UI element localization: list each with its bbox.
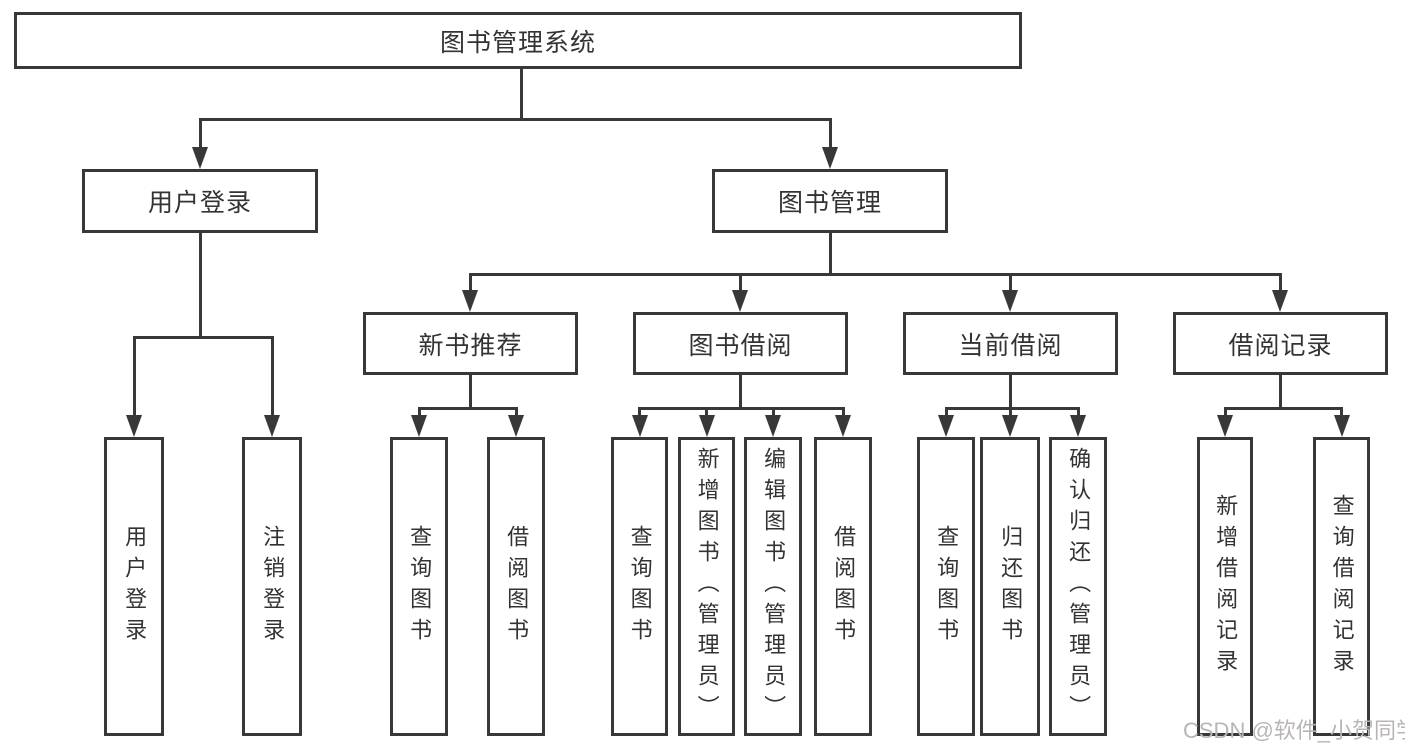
leaf-label: 编辑图书（管理员） bbox=[761, 447, 787, 726]
arrowhead-icon bbox=[632, 415, 648, 437]
leaf-edit-book-admin: 编辑图书（管理员） bbox=[744, 437, 802, 736]
connector-line bbox=[1009, 273, 1012, 293]
connector-line bbox=[638, 407, 641, 419]
arrowhead-icon bbox=[1002, 290, 1018, 312]
connector-line bbox=[739, 273, 742, 293]
arrowhead-icon bbox=[126, 415, 142, 437]
connector-line bbox=[705, 407, 708, 419]
connector-line bbox=[469, 375, 472, 410]
node-library-management-system: 图书管理系统 bbox=[14, 12, 1022, 69]
leaf-label: 借阅图书 bbox=[831, 524, 857, 649]
arrowhead-icon bbox=[1217, 415, 1233, 437]
leaf-label: 借阅图书 bbox=[504, 524, 530, 649]
connector-line bbox=[133, 336, 274, 339]
leaf-return-book: 归还图书 bbox=[980, 437, 1040, 736]
leaf-label: 确认归还（管理员） bbox=[1066, 447, 1092, 726]
connector-line bbox=[418, 407, 421, 419]
connector-line bbox=[945, 407, 1080, 410]
leaf-query-books-borrow: 查询图书 bbox=[611, 437, 668, 736]
connector-line bbox=[829, 118, 832, 152]
leaf-user-login: 用户登录 bbox=[104, 437, 164, 736]
leaf-label: 用户登录 bbox=[122, 524, 148, 649]
leaf-label: 新增图书（管理员） bbox=[694, 447, 720, 726]
node-book-borrowing: 图书借阅 bbox=[633, 312, 848, 375]
connector-line bbox=[1279, 273, 1282, 293]
connector-line bbox=[469, 273, 472, 293]
leaf-confirm-return-admin: 确认归还（管理员） bbox=[1049, 437, 1107, 736]
connector-line bbox=[199, 118, 202, 152]
leaf-label: 查询图书 bbox=[934, 524, 960, 649]
connector-line bbox=[1340, 407, 1343, 419]
arrowhead-icon bbox=[938, 415, 954, 437]
connector-line bbox=[199, 118, 832, 121]
connector-line bbox=[945, 407, 948, 419]
connector-line bbox=[829, 233, 832, 276]
leaf-add-borrow-record: 新增借阅记录 bbox=[1197, 437, 1253, 736]
arrowhead-icon bbox=[765, 415, 781, 437]
leaf-label: 归还图书 bbox=[998, 524, 1024, 649]
arrowhead-icon bbox=[822, 147, 838, 169]
arrowhead-icon bbox=[1334, 415, 1350, 437]
connector-line bbox=[1224, 407, 1343, 410]
arrowhead-icon bbox=[699, 415, 715, 437]
leaf-label: 查询图书 bbox=[407, 524, 433, 649]
arrowhead-icon bbox=[1002, 415, 1018, 437]
connector-line bbox=[1279, 375, 1282, 410]
connector-line bbox=[418, 407, 518, 410]
arrowhead-icon bbox=[508, 415, 524, 437]
arrowhead-icon bbox=[1070, 415, 1086, 437]
connector-line bbox=[772, 407, 775, 419]
leaf-borrow-books-recommend: 借阅图书 bbox=[487, 437, 545, 736]
node-current-borrowing: 当前借阅 bbox=[903, 312, 1118, 375]
arrowhead-icon bbox=[835, 415, 851, 437]
arrowhead-icon bbox=[264, 415, 280, 437]
connector-line bbox=[199, 233, 202, 339]
connector-line bbox=[1009, 407, 1012, 419]
connector-line bbox=[1009, 375, 1012, 410]
connector-line bbox=[1077, 407, 1080, 419]
connector-line bbox=[520, 69, 523, 121]
arrowhead-icon bbox=[1272, 290, 1288, 312]
connector-line bbox=[739, 375, 742, 410]
node-user-login: 用户登录 bbox=[82, 169, 318, 233]
node-borrowing-records: 借阅记录 bbox=[1173, 312, 1388, 375]
connector-line bbox=[638, 407, 845, 410]
leaf-query-books-current: 查询图书 bbox=[917, 437, 975, 736]
arrowhead-icon bbox=[732, 290, 748, 312]
leaf-label: 新增借阅记录 bbox=[1213, 493, 1239, 680]
leaf-label: 查询图书 bbox=[627, 524, 653, 649]
leaf-add-book-admin: 新增图书（管理员） bbox=[678, 437, 735, 736]
leaf-label: 查询借阅记录 bbox=[1329, 493, 1355, 680]
node-book-management: 图书管理 bbox=[712, 169, 948, 233]
node-new-book-recommendation: 新书推荐 bbox=[363, 312, 578, 375]
arrowhead-icon bbox=[411, 415, 427, 437]
leaf-logout: 注销登录 bbox=[242, 437, 302, 736]
connector-line bbox=[1224, 407, 1227, 419]
connector-line bbox=[842, 407, 845, 419]
connector-line bbox=[515, 407, 518, 419]
leaf-borrow-books: 借阅图书 bbox=[814, 437, 872, 736]
leaf-query-borrow-record: 查询借阅记录 bbox=[1313, 437, 1370, 736]
arrowhead-icon bbox=[462, 290, 478, 312]
connector-line bbox=[133, 336, 136, 419]
connector-line bbox=[271, 336, 274, 419]
leaf-query-books-recommend: 查询图书 bbox=[390, 437, 448, 736]
arrowhead-icon bbox=[192, 147, 208, 169]
connector-line bbox=[469, 273, 1282, 276]
leaf-label: 注销登录 bbox=[260, 524, 286, 649]
csdn-watermark: CSDN @软件_小贺同学 bbox=[1183, 718, 1405, 743]
